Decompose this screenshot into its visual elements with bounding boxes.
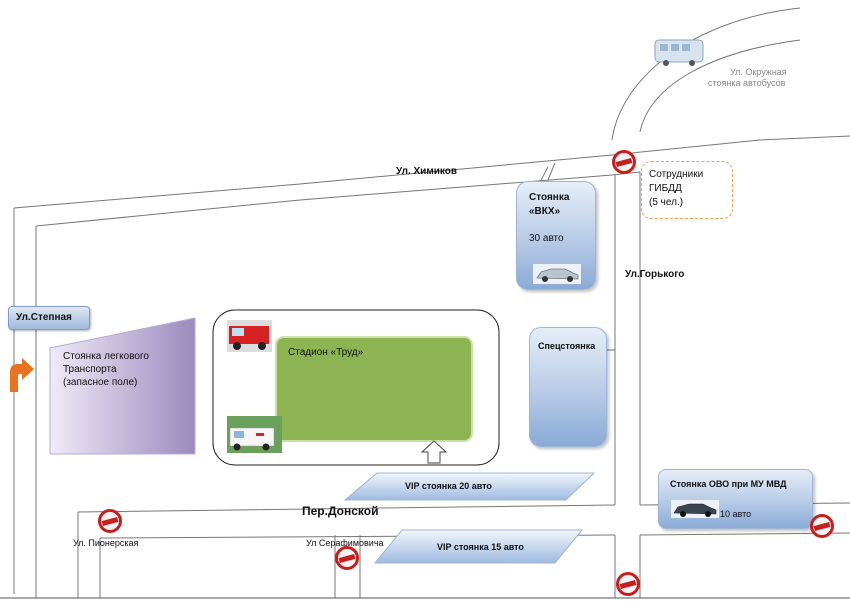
vip-parking-15-shape: [373, 529, 584, 564]
car-parking-label: Стоянка легкового Транспорта (запасное п…: [63, 350, 188, 389]
car-icon: [671, 500, 719, 518]
car-parking-label-line1: Стоянка легкового: [63, 351, 149, 362]
no-entry-sign-icon: [335, 546, 359, 570]
street-sign-stepnaya: Ул.Степная: [8, 306, 90, 330]
vip-parking-20-shape: [343, 472, 596, 501]
street-label-pionerskaya: Ул. Пионерская: [73, 538, 139, 548]
gibdd-label-line3: (5 чел.): [649, 197, 684, 208]
street-label-khimikov: Ул. Химиков: [396, 166, 457, 177]
no-entry-sign-icon: [98, 509, 122, 533]
car-parking-area: [49, 317, 196, 455]
ovo-count: 10 авто: [720, 509, 752, 519]
special-parking-label: Спецстоянка: [538, 341, 596, 351]
spur-vkh-1: [547, 162, 556, 181]
ovo-parking-area: Стоянка ОВО при МУ МВД 10 авто: [658, 469, 813, 529]
road-khimikov-outer-line: [13, 135, 850, 209]
gibdd-label-line1: Сотрудники: [649, 169, 704, 180]
car-icon: [533, 264, 581, 284]
stadium-field: [275, 336, 473, 442]
bus-parking-label: стоянка автобусов: [708, 78, 786, 88]
street-label-stepnaya: Ул.Степная: [16, 312, 72, 323]
gibdd-staff-box: Сотрудники ГИБДД (5 чел.): [641, 161, 733, 219]
vkh-label-line1: Стоянка: [529, 192, 570, 203]
no-entry-sign-icon: [616, 572, 640, 596]
spur-vkh-2: [539, 166, 549, 183]
street-label-serafimovicha: Ул Серафимовича: [306, 538, 384, 548]
stadium-label: Стадион «Труд»: [288, 347, 364, 358]
street-label-donskoy: Пер.Донской: [302, 504, 379, 518]
road-donskoy-upper-left-line: [77, 504, 616, 513]
car-parking-label-line2: Транспорта: [63, 364, 117, 375]
gibdd-label-line2: ГИБДД: [649, 183, 682, 194]
no-entry-sign-icon: [612, 150, 636, 174]
no-entry-sign-icon: [810, 514, 834, 538]
turn-arrow-icon: [10, 358, 34, 392]
vkh-parking-area: Стоянка «ВКХ» 30 авто: [516, 181, 596, 290]
fire-truck-icon: [227, 320, 272, 352]
vip-parking-15-label: VIP стоянка 15 авто: [437, 542, 524, 552]
ambulance-icon: [227, 416, 282, 453]
vip-parking-20-label: VIP стоянка 20 авто: [405, 481, 492, 491]
stadium-entrance-arrow: [420, 440, 448, 464]
vkh-label-line2: «ВКХ»: [529, 206, 561, 217]
street-label-okruzhnaya: Ул. Окружная: [730, 67, 787, 77]
road-okruzhnaya-inner-curve: [639, 39, 801, 133]
vkh-count: 30 авто: [529, 233, 564, 244]
car-parking-label-line3: (запасное поле): [63, 377, 138, 388]
street-label-gorkogo: Ул.Горького: [625, 269, 685, 280]
bus-icon: [654, 39, 704, 66]
special-parking-area: Спецстоянка: [529, 327, 607, 447]
ovo-parking-label: Стоянка ОВО при МУ МВД: [670, 479, 787, 489]
